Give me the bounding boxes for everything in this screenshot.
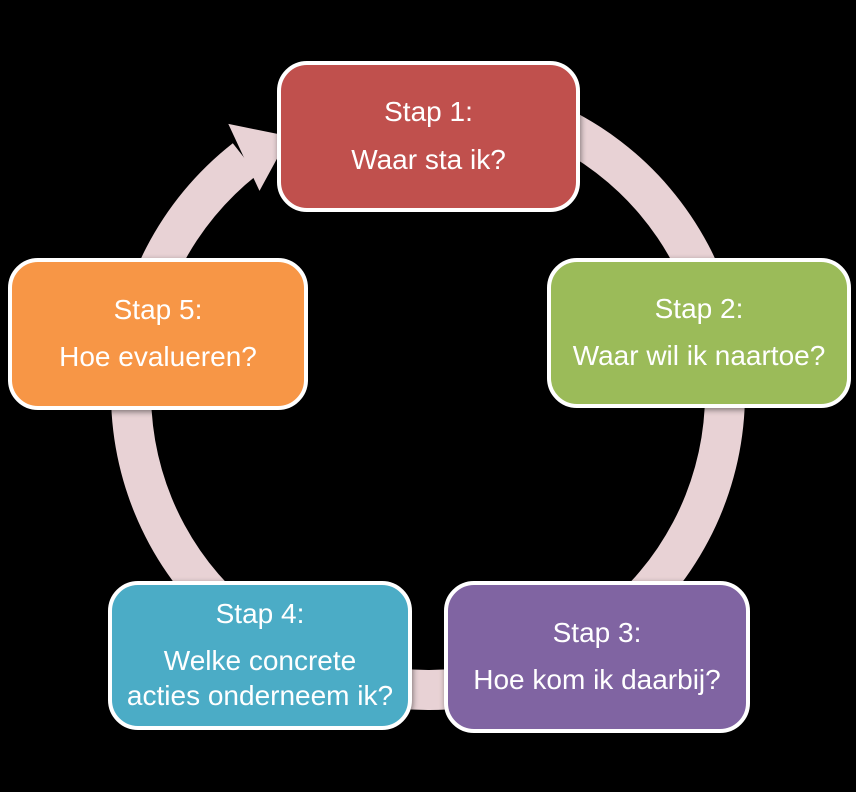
step-box-stap-3: Stap 3: Hoe kom ik daarbij? — [444, 581, 750, 733]
step-box-stap-2: Stap 2: Waar wil ik naartoe? — [547, 258, 851, 408]
step-question: Welke concrete acties onderneem ik? — [126, 645, 394, 712]
cycle-arrow-head-icon — [228, 123, 290, 191]
step-title: Stap 3: — [552, 616, 642, 648]
step-box-stap-5: Stap 5: Hoe evalueren? — [8, 258, 308, 410]
step-title: Stap 4: — [215, 597, 305, 629]
step-title: Stap 2: — [654, 292, 744, 324]
step-box-stap-4: Stap 4: Welke concrete acties onderneem … — [108, 581, 412, 730]
step-question: Hoe kom ik daarbij? — [473, 664, 721, 696]
step-question: Waar sta ik? — [351, 143, 506, 175]
step-title: Stap 5: — [113, 293, 203, 325]
step-question: Waar wil ik naartoe? — [572, 340, 826, 372]
step-title: Stap 1: — [384, 96, 473, 128]
step-box-stap-1: Stap 1: Waar sta ik? — [277, 61, 580, 212]
step-question: Hoe evalueren? — [59, 341, 257, 373]
